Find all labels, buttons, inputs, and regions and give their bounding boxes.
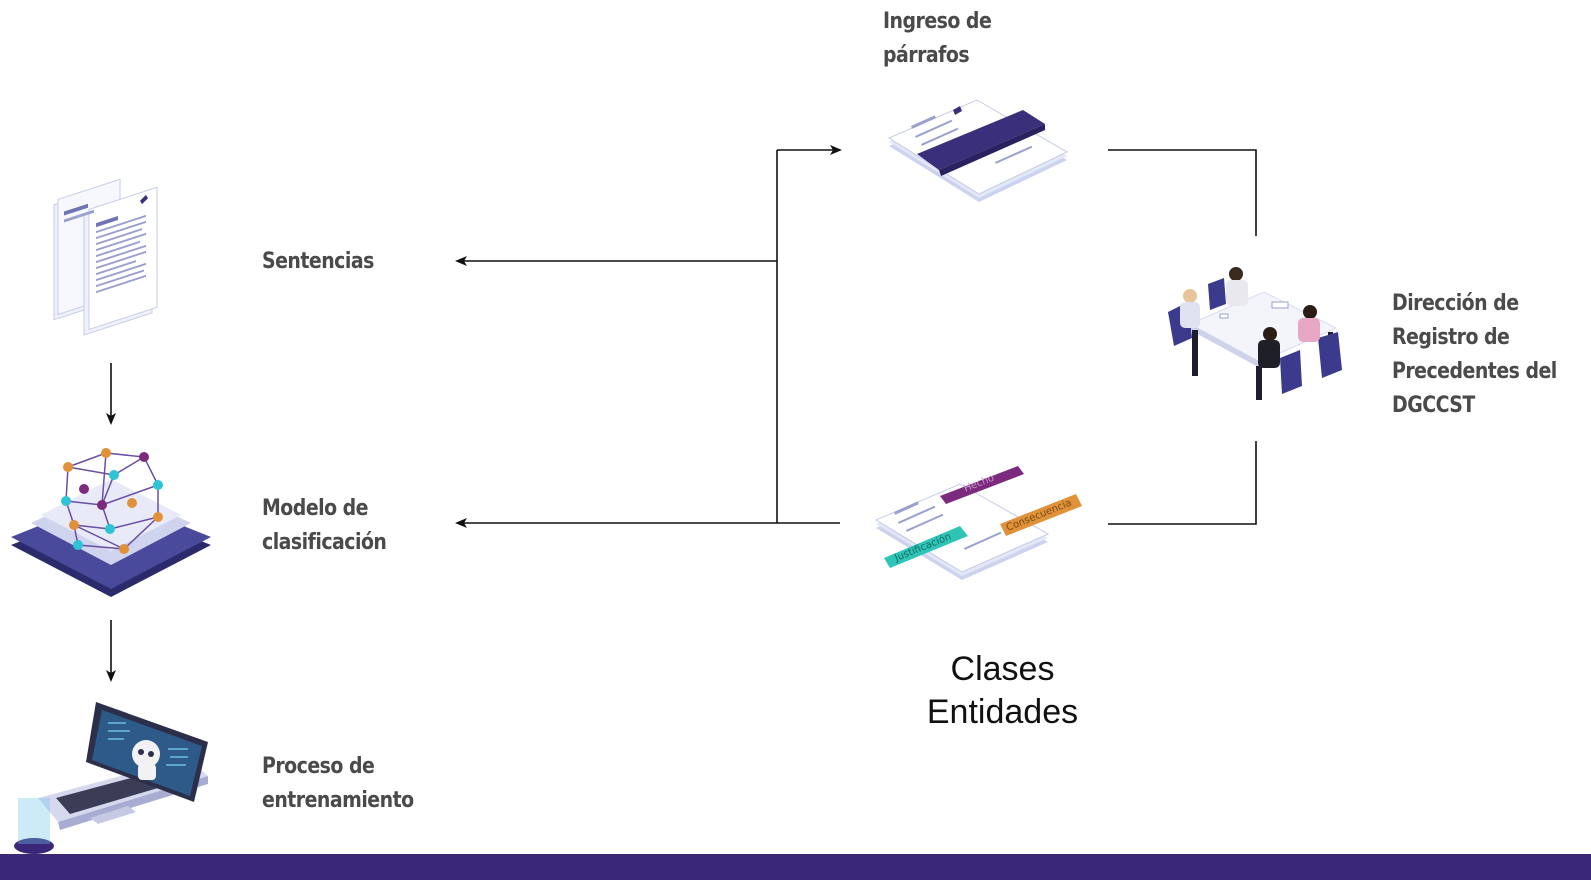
label-proceso-line-2: entrenamiento [262,788,414,813]
label-ingreso-line-2: párrafos [883,43,970,68]
label-sentencias: Sentencias [262,245,374,279]
svg-text:Hecho: Hecho [962,473,995,495]
label-proceso-line-1: Proceso de [262,754,375,779]
label-direccion-line-1: Dirección de [1392,291,1519,316]
laptop-robot-icon [14,702,208,854]
label-direccion-line-3: Precedentes del [1392,359,1557,384]
tagged-document-icon: Hecho Consecuencia Justificación [874,466,1082,580]
label-modelo-line-1: Modelo de [262,496,369,521]
caption-clases-entidades: Clases Entidades [870,648,1135,734]
meeting-team-icon [1168,267,1342,400]
label-direccion: Dirección de Registro de Precedentes del… [1392,287,1557,423]
label-direccion-line-2: Registro de [1392,325,1510,350]
footer-bar [0,854,1591,880]
label-ingreso-line-1: Ingreso de [883,9,992,34]
bracket-top [1108,149,1257,236]
neural-network-icon [11,448,211,597]
label-direccion-line-4: DGCCST [1392,393,1475,418]
label-sentencias-text: Sentencias [262,249,374,274]
caption-line-1: Clases [950,650,1055,688]
document-highlight-icon [887,99,1069,202]
label-ingreso: Ingreso de párrafos [883,5,992,73]
caption-line-2: Entidades [926,693,1079,731]
bracket-bottom [1108,441,1257,525]
documents-icon [53,178,158,336]
label-proceso: Proceso de entrenamiento [262,750,414,818]
label-modelo: Modelo de clasificación [262,492,387,560]
label-modelo-line-2: clasificación [262,530,387,555]
